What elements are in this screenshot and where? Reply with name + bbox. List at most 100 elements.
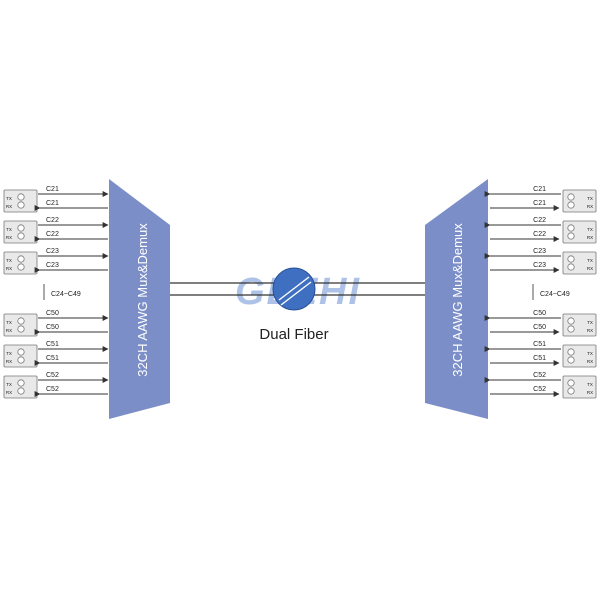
port-icon (17, 356, 25, 364)
module-rx-label: RX (6, 266, 12, 271)
transceiver-module-left: TX RX (3, 375, 38, 399)
module-body (3, 375, 38, 399)
port-icon (567, 224, 575, 232)
transceiver-module-left: TX RX (3, 344, 38, 368)
port-icon (17, 317, 25, 325)
transceiver-module-left: TX RX (3, 220, 38, 244)
channel-label-left-rx: C50 (46, 324, 59, 331)
transceiver-module-right: TX RX (562, 251, 597, 275)
port-icon (17, 325, 25, 333)
port-icon (17, 201, 25, 209)
port-icon (17, 255, 25, 263)
module-tx-label: TX (587, 227, 593, 232)
port-icon (567, 348, 575, 356)
transceiver-module-right: TX RX (562, 375, 597, 399)
channel-label-right-rx: C51 (533, 355, 546, 362)
channel-label-left-tx: C52 (46, 372, 59, 379)
port-icon (567, 387, 575, 395)
module-rx-label: RX (587, 266, 593, 271)
module-rx-label: RX (587, 390, 593, 395)
right-mux-label: 32CH AAWG Mux&Demux (450, 223, 465, 377)
port-icon (17, 263, 25, 271)
port-icon (17, 224, 25, 232)
module-body (3, 189, 38, 213)
module-tx-label: TX (587, 382, 593, 387)
port-icon (17, 387, 25, 395)
module-body (3, 344, 38, 368)
port-icon (567, 232, 575, 240)
module-rx-label: RX (6, 359, 12, 364)
module-tx-label: TX (587, 351, 593, 356)
left-mux-block (109, 179, 170, 419)
channel-label-right-tx: C21 (533, 186, 546, 193)
channel-groups: TXRXC21C21TXRXC21C21TXRXC22C22TXRXC22C22… (3, 186, 597, 399)
module-tx-label: TX (6, 196, 12, 201)
module-tx-label: TX (6, 320, 12, 325)
port-icon (17, 379, 25, 387)
channel-label-right-tx: C23 (533, 248, 546, 255)
channel-label-left-rx: C51 (46, 355, 59, 362)
range-note-left: C24~C49 (51, 291, 81, 298)
module-rx-label: RX (6, 235, 12, 240)
transceiver-module-right: TX RX (562, 313, 597, 337)
module-body (3, 251, 38, 275)
channel-label-right-rx: C23 (533, 262, 546, 269)
port-icon (17, 232, 25, 240)
channel-label-left-rx: C52 (46, 386, 59, 393)
module-rx-label: RX (587, 328, 593, 333)
module-tx-label: TX (6, 382, 12, 387)
channel-label-left-tx: C50 (46, 310, 59, 317)
module-tx-label: TX (587, 258, 593, 263)
port-icon (567, 317, 575, 325)
channel-label-left-tx: C51 (46, 341, 59, 348)
transceiver-module-left: TX RX (3, 189, 38, 213)
module-rx-label: RX (587, 204, 593, 209)
module-rx-label: RX (6, 390, 12, 395)
module-tx-label: TX (6, 351, 12, 356)
module-body (3, 220, 38, 244)
port-icon (567, 325, 575, 333)
channel-label-left-rx: C21 (46, 200, 59, 207)
module-tx-label: TX (6, 258, 12, 263)
range-note-right: C24~C49 (540, 291, 570, 298)
channel-label-left-tx: C22 (46, 217, 59, 224)
channel-label-right-rx: C52 (533, 386, 546, 393)
port-icon (567, 255, 575, 263)
module-tx-label: TX (587, 320, 593, 325)
link-label: Dual Fiber (259, 326, 328, 343)
port-icon (567, 379, 575, 387)
module-body (3, 313, 38, 337)
channel-label-right-rx: C21 (533, 200, 546, 207)
channel-label-right-tx: C51 (533, 341, 546, 348)
channel-label-right-rx: C50 (533, 324, 546, 331)
port-icon (567, 193, 575, 201)
channel-label-right-tx: C50 (533, 310, 546, 317)
globe-icon (272, 267, 316, 311)
port-icon (17, 348, 25, 356)
transceiver-module-left: TX RX (3, 251, 38, 275)
module-rx-label: RX (6, 328, 12, 333)
transceiver-module-right: TX RX (562, 220, 597, 244)
right-mux-block (425, 179, 488, 419)
transceiver-module-right: TX RX (562, 189, 597, 213)
module-rx-label: RX (587, 235, 593, 240)
module-tx-label: TX (6, 227, 12, 232)
port-icon (567, 201, 575, 209)
left-mux-label: 32CH AAWG Mux&Demux (135, 223, 150, 377)
channel-label-right-rx: C22 (533, 231, 546, 238)
port-icon (567, 356, 575, 364)
channel-label-left-rx: C22 (46, 231, 59, 238)
channel-label-right-tx: C52 (533, 372, 546, 379)
module-tx-label: TX (587, 196, 593, 201)
module-rx-label: RX (6, 204, 12, 209)
channel-label-right-tx: C22 (533, 217, 546, 224)
transceiver-module-left: TX RX (3, 313, 38, 337)
